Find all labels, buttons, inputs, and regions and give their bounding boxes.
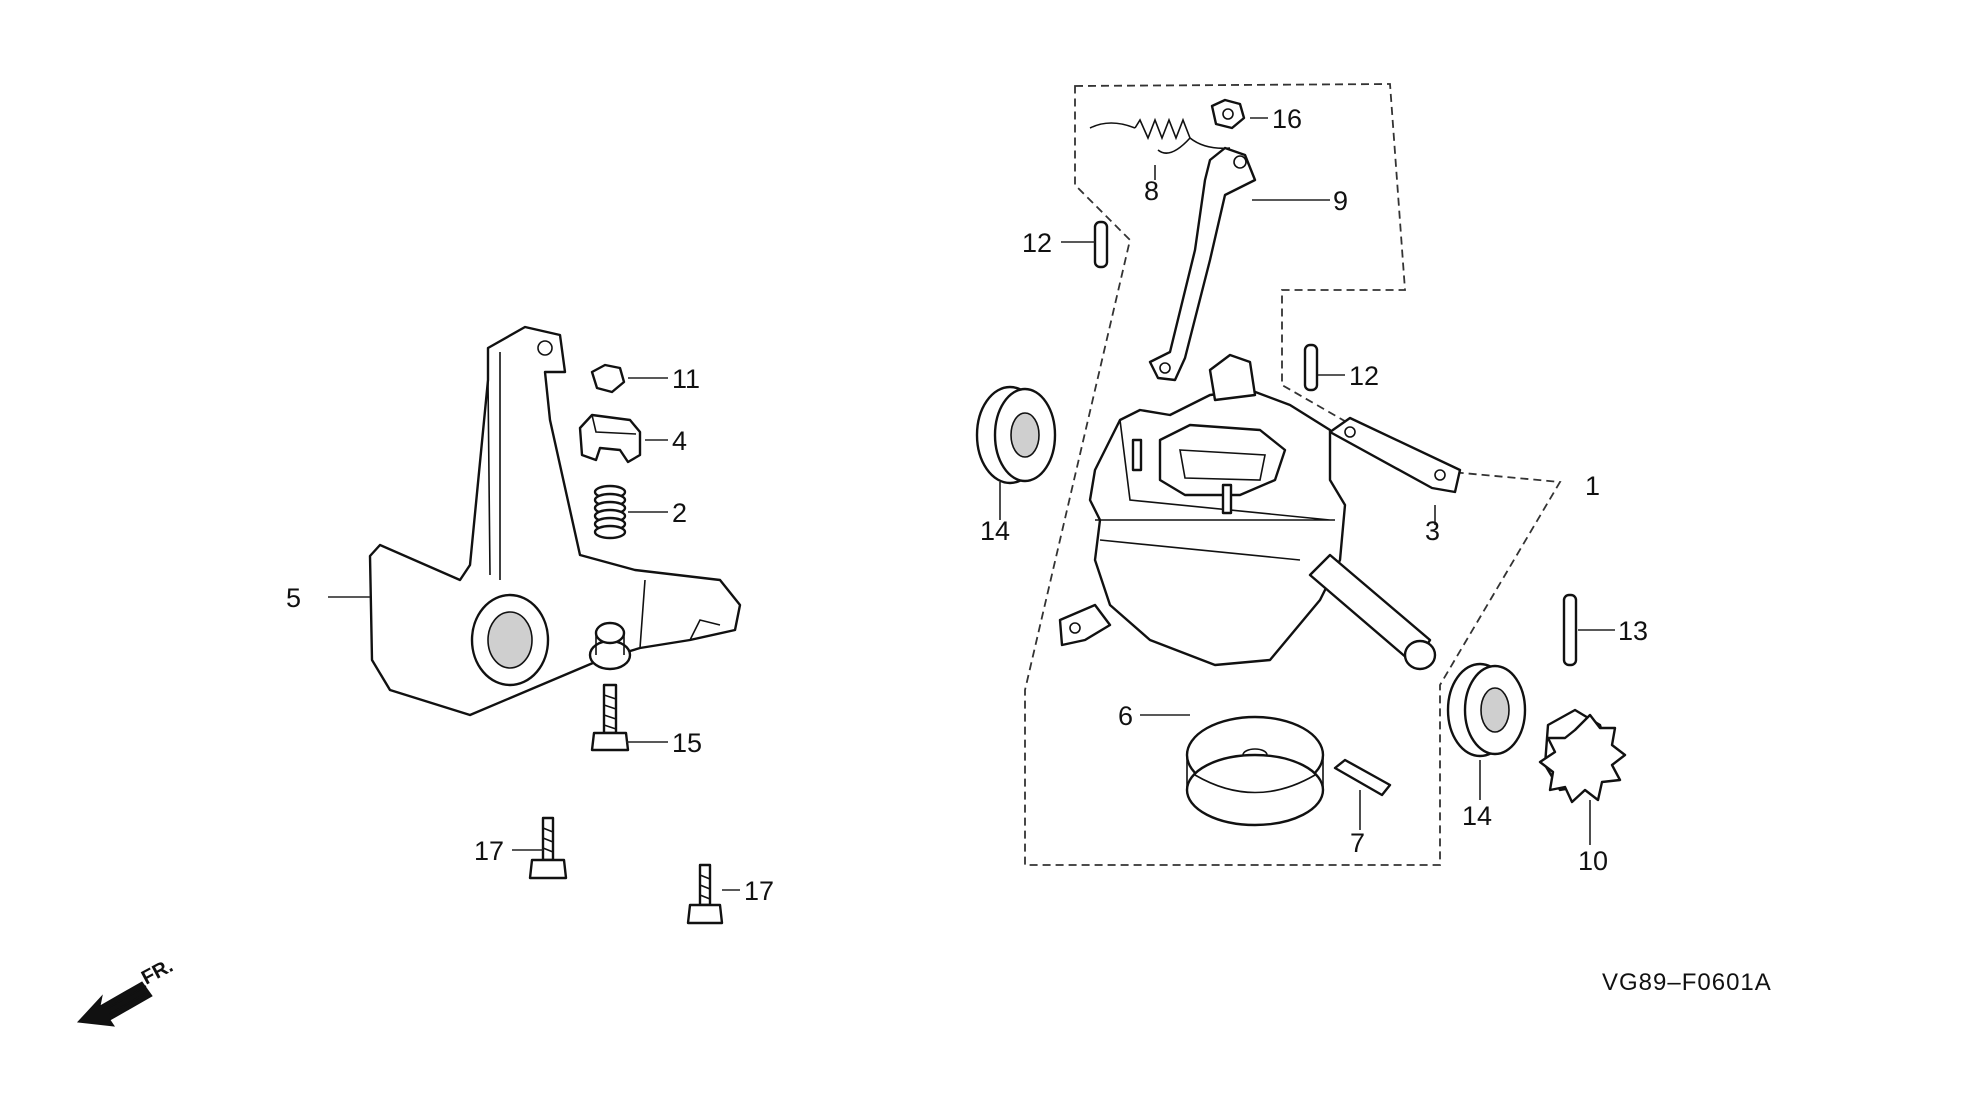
callout-15: 15 [672, 728, 702, 758]
nut-part-16 [1210, 98, 1246, 130]
sprocket-part-10 [1538, 708, 1627, 804]
callout-14a: 14 [980, 516, 1010, 546]
callout-12a: 12 [1022, 228, 1052, 258]
callout-6: 6 [1118, 701, 1133, 731]
pin-part-13 [1562, 593, 1578, 667]
nut-part-11 [590, 363, 626, 394]
bolt-part-15 [590, 683, 630, 752]
bolt-part-17a [528, 816, 568, 880]
callout-12b: 12 [1349, 361, 1379, 391]
callout-4: 4 [672, 426, 687, 456]
clip-part-4 [578, 413, 642, 464]
spring-part-2 [593, 484, 627, 540]
pin-part-12a [1093, 220, 1109, 269]
pin-part-12b [1303, 343, 1319, 392]
callout-10: 10 [1578, 846, 1608, 876]
callout-17a: 17 [474, 836, 504, 866]
callout-17b: 17 [744, 876, 774, 906]
front-direction-indicator: FR. [76, 955, 177, 1027]
bolt-part-17b [686, 863, 724, 925]
output-shaft [1308, 553, 1437, 671]
callout-11: 11 [672, 364, 700, 394]
callout-8: 8 [1144, 176, 1159, 206]
spring-part-8 [1089, 117, 1231, 154]
callout-2: 2 [672, 498, 687, 528]
diagram-code: VG89–F0601A [1602, 969, 1772, 996]
callout-5: 5 [286, 583, 301, 613]
callout-13: 13 [1618, 616, 1648, 646]
callout-16: 16 [1272, 104, 1302, 134]
callout-7: 7 [1350, 828, 1365, 858]
gearbox-part-1 [1058, 353, 1347, 667]
callout-3: 3 [1425, 516, 1440, 546]
pulley-part-6 [1185, 715, 1325, 827]
assembly-boundary [1024, 83, 1562, 866]
callout-1: 1 [1585, 471, 1600, 501]
key-part-7 [1333, 758, 1392, 797]
callout-14b: 14 [1462, 801, 1492, 831]
bearing-part-14a [975, 385, 1057, 485]
leader-lines [328, 117, 1615, 891]
bearing-part-14b [1446, 662, 1527, 758]
callout-9: 9 [1333, 186, 1348, 216]
lever-part-9 [1148, 146, 1257, 382]
bracket-part-5 [368, 325, 742, 717]
plate-part-3 [1328, 416, 1462, 494]
